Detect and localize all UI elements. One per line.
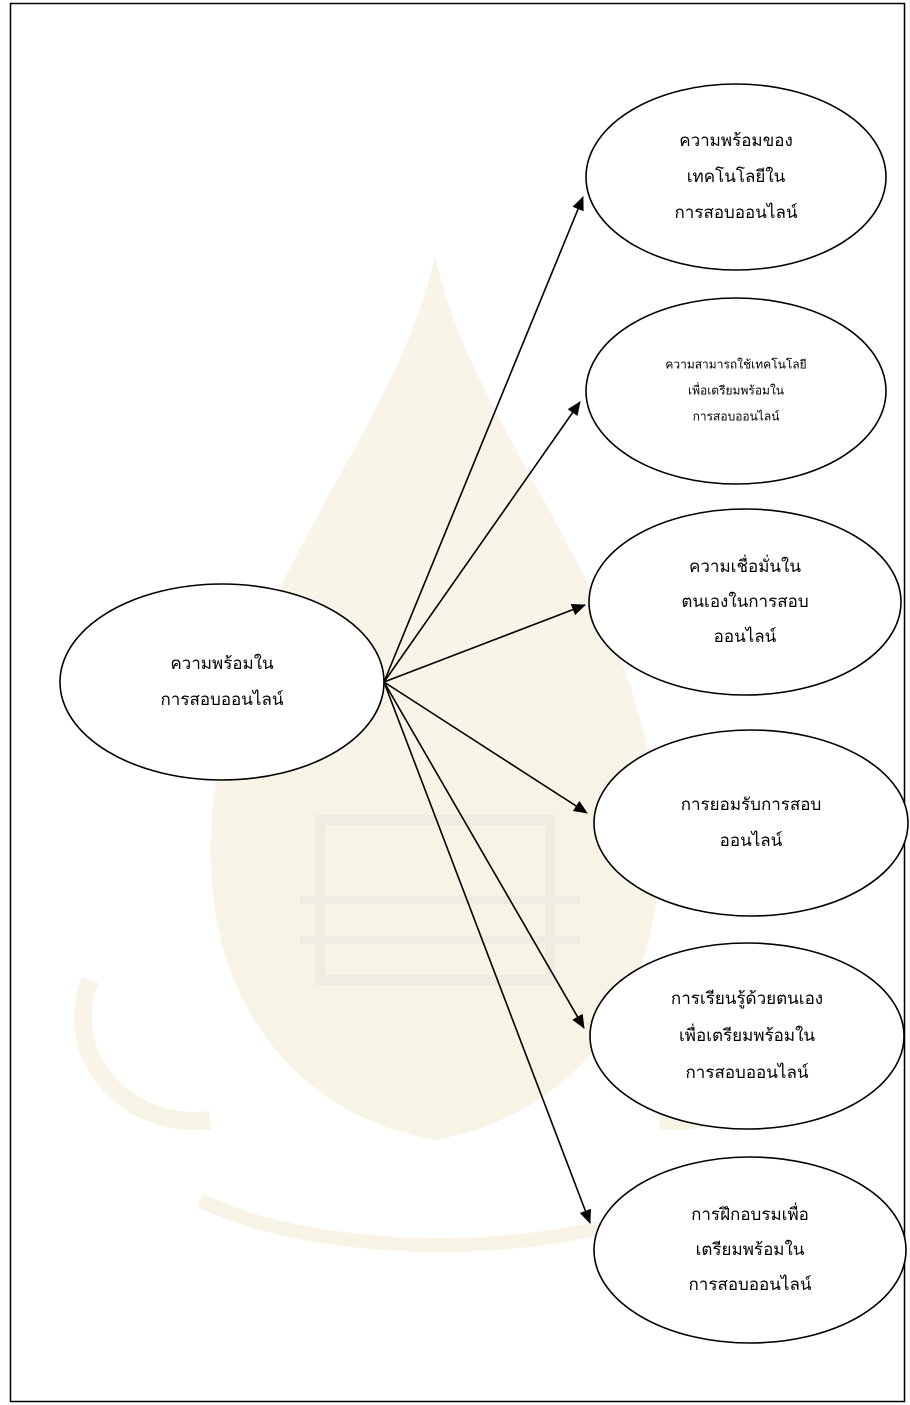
outcome-node-tech-readiness-label-line: การสอบออนไลน์ (675, 202, 798, 223)
outcome-node-acceptance-label-line: การยอมรับการสอบ (681, 795, 822, 815)
outcome-node-self-confidence-ellipse (588, 508, 902, 696)
arrow-to-training (383, 681, 591, 1224)
outcome-node-self-confidence-label-line: ออนไลน์ (714, 626, 777, 647)
outcome-node-training: การฝึกอบรมเพื่อเตรียมพร้อมในการสอบออนไลน… (593, 1156, 907, 1344)
arrow-to-tech-readiness (383, 196, 584, 683)
outcome-node-tech-readiness-ellipse (585, 83, 887, 271)
arrow-to-self-confidence (383, 604, 586, 683)
outcome-node-tech-ability-label-line: การสอบออนไลน์ (693, 410, 780, 424)
arrow-group (383, 196, 591, 1224)
outcome-node-self-learning-label-line: การสอบออนไลน์ (686, 1062, 809, 1083)
outcome-node-training-label-line: การฝึกอบรมเพื่อ (691, 1202, 809, 1225)
outcome-node-self-confidence-label-line: ความเชื่อมั่นใน (689, 554, 801, 577)
outcome-node-self-learning: การเรียนรู้ด้วยตนเองเพื่อเตรียมพร้อมในกา… (589, 942, 905, 1130)
center-node-ellipse (59, 583, 385, 781)
outcome-node-acceptance-ellipse (593, 729, 909, 917)
outcome-node-tech-readiness-label-line: ความพร้อมของ (679, 131, 793, 151)
outcome-node-tech-ability-label-line: เพื่อเตรียมพร้อมใน (688, 382, 784, 398)
outcome-node-self-learning-label-line: เพื่อเตรียมพร้อมใน (679, 1023, 815, 1046)
outcome-node-self-confidence-label-line: ตนเองในการสอบ (681, 591, 808, 612)
outcome-node-tech-ability-ellipse (585, 297, 887, 485)
outcome-node-tech-ability: ความสามารถใช้เทคโนโลยีเพื่อเตรียมพร้อมใน… (585, 297, 887, 485)
center-node-label-line: การสอบออนไลน์ (161, 689, 284, 710)
node-group: ความพร้อมในการสอบออนไลน์ความพร้อมของเทคโ… (59, 83, 909, 1344)
outcome-node-self-learning-label-line: การเรียนรู้ด้วยตนเอง (671, 989, 823, 1009)
outcome-node-training-label-line: การสอบออนไลน์ (689, 1274, 812, 1295)
outcome-node-training-ellipse (593, 1156, 907, 1344)
figure-frame (9, 2, 906, 1403)
outcome-node-training-label-line: เตรียมพร้อมใน (696, 1239, 805, 1260)
outcome-node-self-learning-ellipse (589, 942, 905, 1130)
arrow-to-self-learning (383, 681, 585, 1029)
arrow-to-acceptance (383, 681, 588, 814)
center-node-label-line: ความพร้อมใน (170, 653, 274, 674)
arrow-to-tech-ability (383, 401, 581, 683)
outcome-node-tech-ability-label-line: ความสามารถใช้เทคโนโลยี (665, 358, 806, 372)
outcome-node-acceptance-label-line: ออนไลน์ (720, 830, 783, 851)
outcome-node-tech-readiness-label-line: เทคโนโลยีใน (687, 166, 786, 187)
